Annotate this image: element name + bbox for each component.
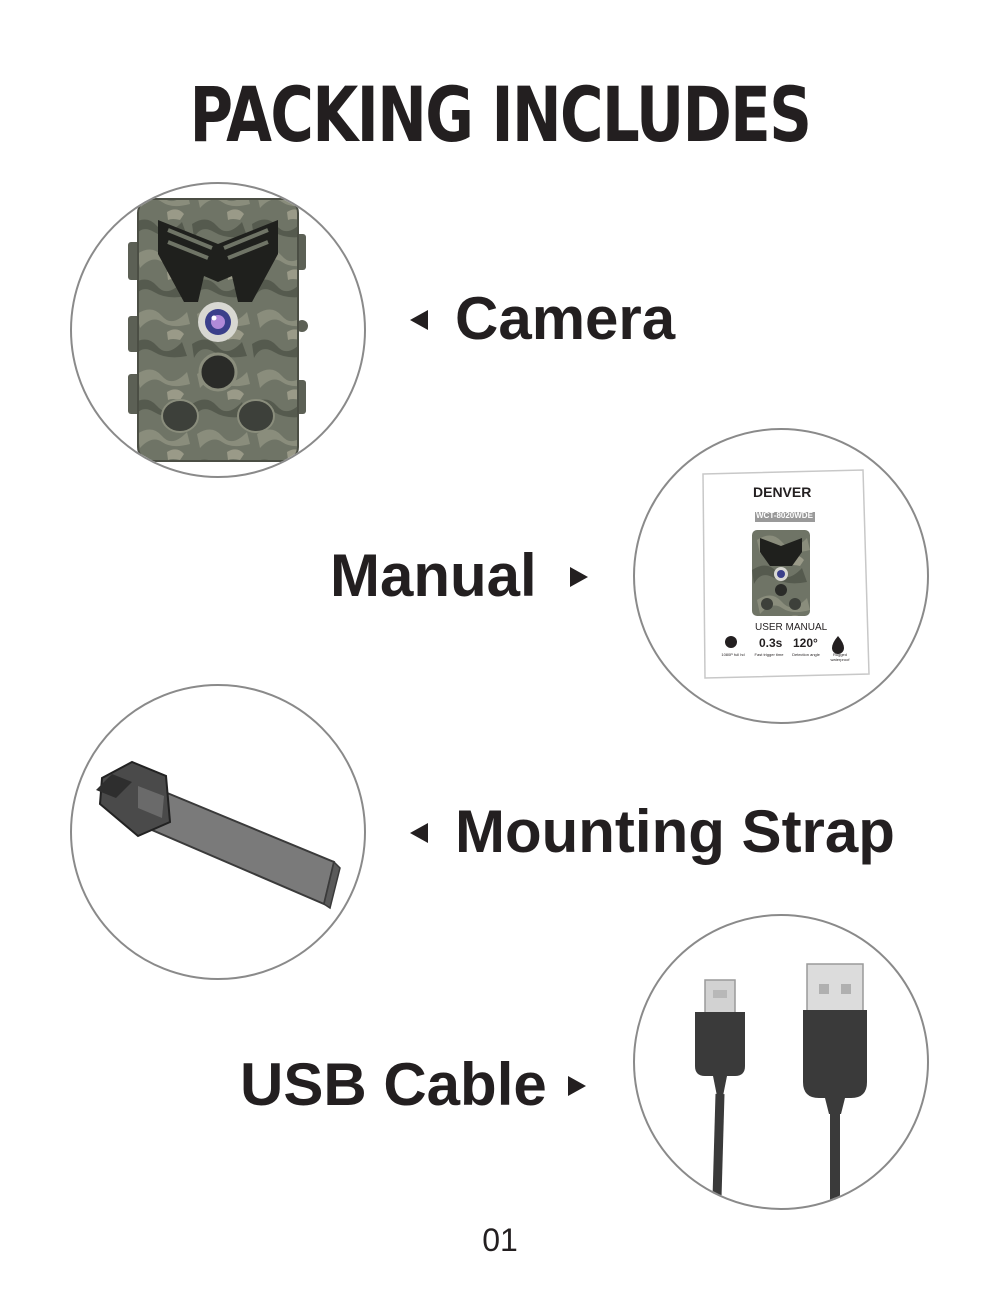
feature-caption-trigger: Fast trigger time <box>754 652 784 657</box>
right-arrow-icon <box>570 567 588 587</box>
right-arrow-icon <box>568 1076 586 1096</box>
camera-label: Camera <box>455 285 676 352</box>
mounting-strap-illustration <box>96 760 341 910</box>
left-arrow-icon <box>410 310 428 330</box>
hd-icon <box>725 636 737 648</box>
trail-camera-illustration <box>128 198 308 462</box>
usb-cable-illustration <box>695 963 867 1202</box>
manual-subtitle: USER MANUAL <box>755 622 828 633</box>
water-drop-icon <box>832 636 844 654</box>
feature-caption-waterproof: Rugged waterproof <box>830 652 850 662</box>
feature-value-trigger: 0.3s <box>759 636 783 650</box>
manual-model: WCT-8020WDE <box>756 511 813 520</box>
usb-cable-label: USB Cable <box>240 1051 547 1118</box>
feature-caption-hd: 1080P full hd <box>721 652 745 657</box>
mounting-strap-label: Mounting Strap <box>455 798 895 865</box>
feature-caption-angle: Detection angle <box>792 652 820 657</box>
usb-cable-image-circle <box>633 914 929 1210</box>
manual-image-circle: DENVER WCT-8020WDE USER MANUAL 0.3s 120°… <box>633 428 929 724</box>
feature-value-angle: 120° <box>793 636 818 650</box>
camera-image-circle <box>70 182 366 478</box>
left-arrow-icon <box>410 823 428 843</box>
manual-label: Manual <box>330 542 537 609</box>
page-title: PACKING INCLUDES <box>189 70 812 159</box>
user-manual-illustration <box>702 469 870 679</box>
strap-image-circle <box>70 684 366 980</box>
page-number: 01 <box>482 1222 518 1258</box>
manual-brand: DENVER <box>753 484 812 500</box>
